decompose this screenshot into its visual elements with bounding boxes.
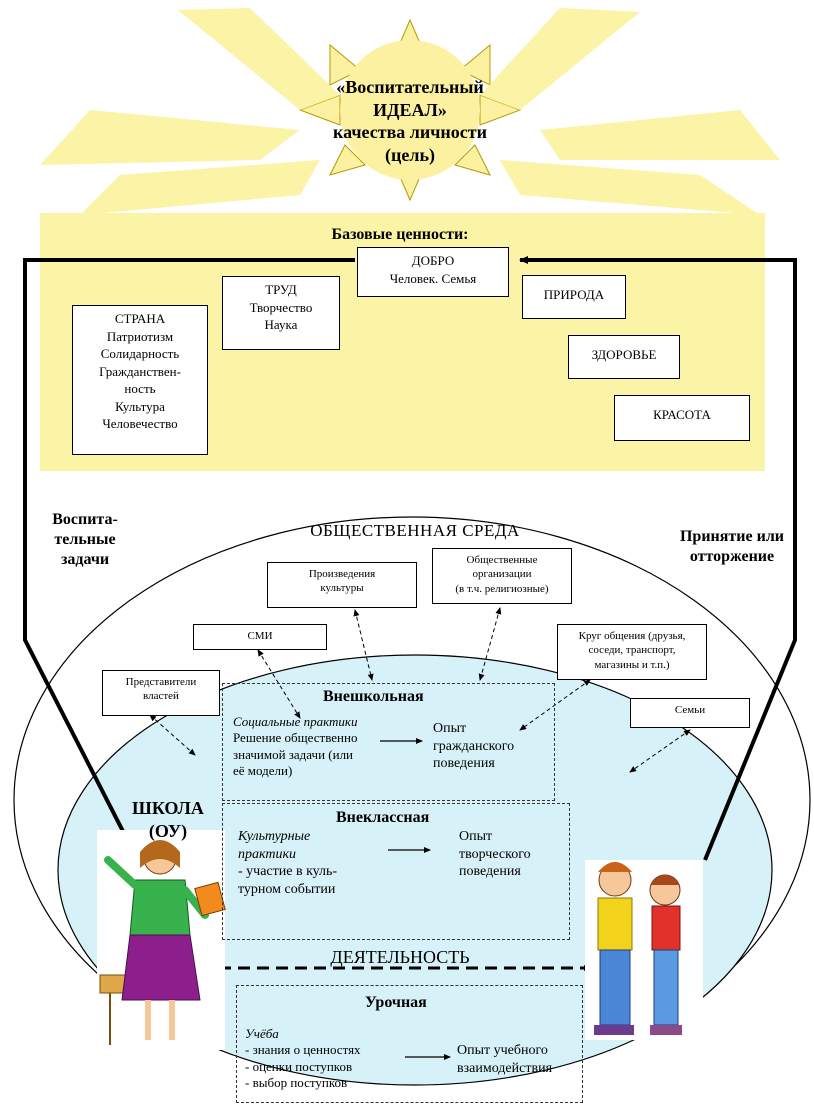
learning-experience-l1: Опыт учебного [457,1043,548,1058]
creative-experience-text: Опыт творческого поведения [459,828,559,881]
public-orgs-line1: Общественные [466,554,538,566]
value-box-labor: ТРУД Творчество Наука [222,276,340,350]
value-box-good: ДОБРО Человек. Семья [357,247,509,297]
creative-experience-l1: Опыт [459,829,493,844]
acceptance-label: Принятие или отторжение [662,527,802,567]
value-country-sub2: Солидарность [100,346,180,362]
values-title: Базовые ценности: [331,226,469,243]
box-culture-works: Произведения культуры [267,562,417,608]
acceptance-line1: Принятие или [679,528,785,545]
sun-beams [40,8,780,215]
zone-lessons: Урочная Учёба - знания о ценностях - оце… [236,985,583,1103]
study-l3: - выбор поступков [245,1074,348,1090]
box-media: СМИ [193,624,327,650]
box-authorities: Представители властей [102,670,220,716]
ideal-title-line2: ИДЕАЛ» [373,99,447,120]
study-text: Учёба - знания о ценностях - оценки пост… [245,1026,415,1091]
study-l2: - оценки поступков [245,1058,353,1074]
value-good-title: ДОБРО [411,253,455,268]
connector-lines [149,607,691,773]
society-title: ОБЩЕСТВЕННАЯ СРЕДА [310,521,520,540]
school-label: ШКОЛА (ОУ) [113,797,223,842]
upbringing-tasks-label: Воспита- тельные задачи [30,510,140,570]
social-circle-line3: магазины и т.п.) [594,658,670,671]
acceptance-arrow [519,256,797,861]
value-labor-sub1: Творчество [249,299,313,315]
box-family: Семьи [630,698,750,728]
ideal-title-line1: «Воспитательный [336,77,484,97]
ideal-title-line3: качества личности [333,122,487,142]
study-title: Учёба [245,1026,279,1041]
box-social-circle: Круг общения (друзья, соседи, транспорт,… [557,624,707,680]
social-practice-l3: её модели) [233,762,293,778]
teacher-figure [97,830,226,1050]
cultural-practice-l2: турном событии [238,881,336,897]
acceptance-line2: отторжение [689,548,775,565]
social-practice-l2: значимой задачи (или [233,746,354,762]
ideal-title: «Воспитательный ИДЕАЛ» качества личности… [300,76,520,166]
social-practice-title: Социальные практики [233,714,358,729]
culture-works-line2: культуры [320,582,364,595]
upbringing-tasks-line1: Воспита- [52,511,118,528]
culture-works-line1: Произведения [308,568,376,580]
cultural-practice-text: Культурные практики - участие в куль- ту… [238,828,388,898]
value-box-health: ЗДОРОВЬЕ [568,335,680,379]
social-circle-line2: соседи, транспорт, [588,644,676,657]
authorities-line2: властей [143,690,179,703]
zone-outclass-title: Внеклассная [336,809,430,826]
value-good-sub: Человек. Семья [389,270,477,286]
value-labor-sub2: Наука [264,317,298,333]
public-orgs-line2: организации [472,568,532,581]
value-country-title: СТРАНА [114,311,166,326]
cultural-practice-l1: - участие в куль- [238,864,338,879]
value-box-nature: ПРИРОДА [522,275,626,319]
value-labor-title: ТРУД [265,282,297,297]
activity-label: ДЕЯТЕЛЬНОСТЬ [330,947,470,967]
children-figure [585,860,703,1040]
zone-outschool: Внешкольная Социальные практики Решение … [222,683,555,801]
study-l1: - знания о ценностях [245,1042,361,1058]
upbringing-tasks-line3: задачи [60,551,110,568]
public-orgs-line3: (в т.ч. религиозные) [455,582,549,595]
learning-experience-text: Опыт учебного взаимодействия [457,1042,582,1077]
authorities-line1: Представители [125,676,197,688]
cultural-practice-title1: Культурные [238,829,311,844]
upbringing-tasks-arrow [23,258,355,846]
learning-experience-l2: взаимодействия [457,1060,553,1076]
upbringing-tasks-line2: тельные [54,531,116,548]
box-public-orgs: Общественные организации (в т.ч. религио… [432,548,572,604]
ideal-title-line4: (цель) [385,144,435,165]
value-country-sub6: Человечество [102,416,178,432]
school-line1: ШКОЛА [132,798,204,818]
creative-experience-l2: творческого [459,846,531,862]
cultural-practice-title2: практики [238,846,297,862]
value-country-sub1: Патриотизм [106,328,174,344]
value-country-sub3: Гражданствен- [99,363,181,379]
social-practice-l1: Решение общественно [233,730,358,746]
zone-lessons-title: Урочная [365,994,427,1011]
civic-experience-l1: Опыт [433,721,467,736]
value-box-beauty: КРАСОТА [614,395,750,441]
value-country-sub4: ность [124,381,156,397]
civic-experience-l3: поведения [433,756,495,771]
value-box-country: СТРАНА Патриотизм Солидарность Гражданст… [72,305,208,455]
creative-experience-l3: поведения [459,864,521,879]
value-country-sub5: Культура [115,398,165,414]
civic-experience-text: Опыт гражданского поведения [433,720,543,773]
zone-outclass: Внеклассная Культурные практики - участи… [222,803,570,940]
school-line2: (ОУ) [148,820,188,841]
sun-icon [298,18,522,202]
social-practice-text: Социальные практики Решение общественно … [233,714,383,779]
zone-outschool-title: Внешкольная [323,688,424,705]
social-circle-line1: Круг общения (друзья, [578,630,686,642]
civic-experience-l2: гражданского [433,738,515,754]
